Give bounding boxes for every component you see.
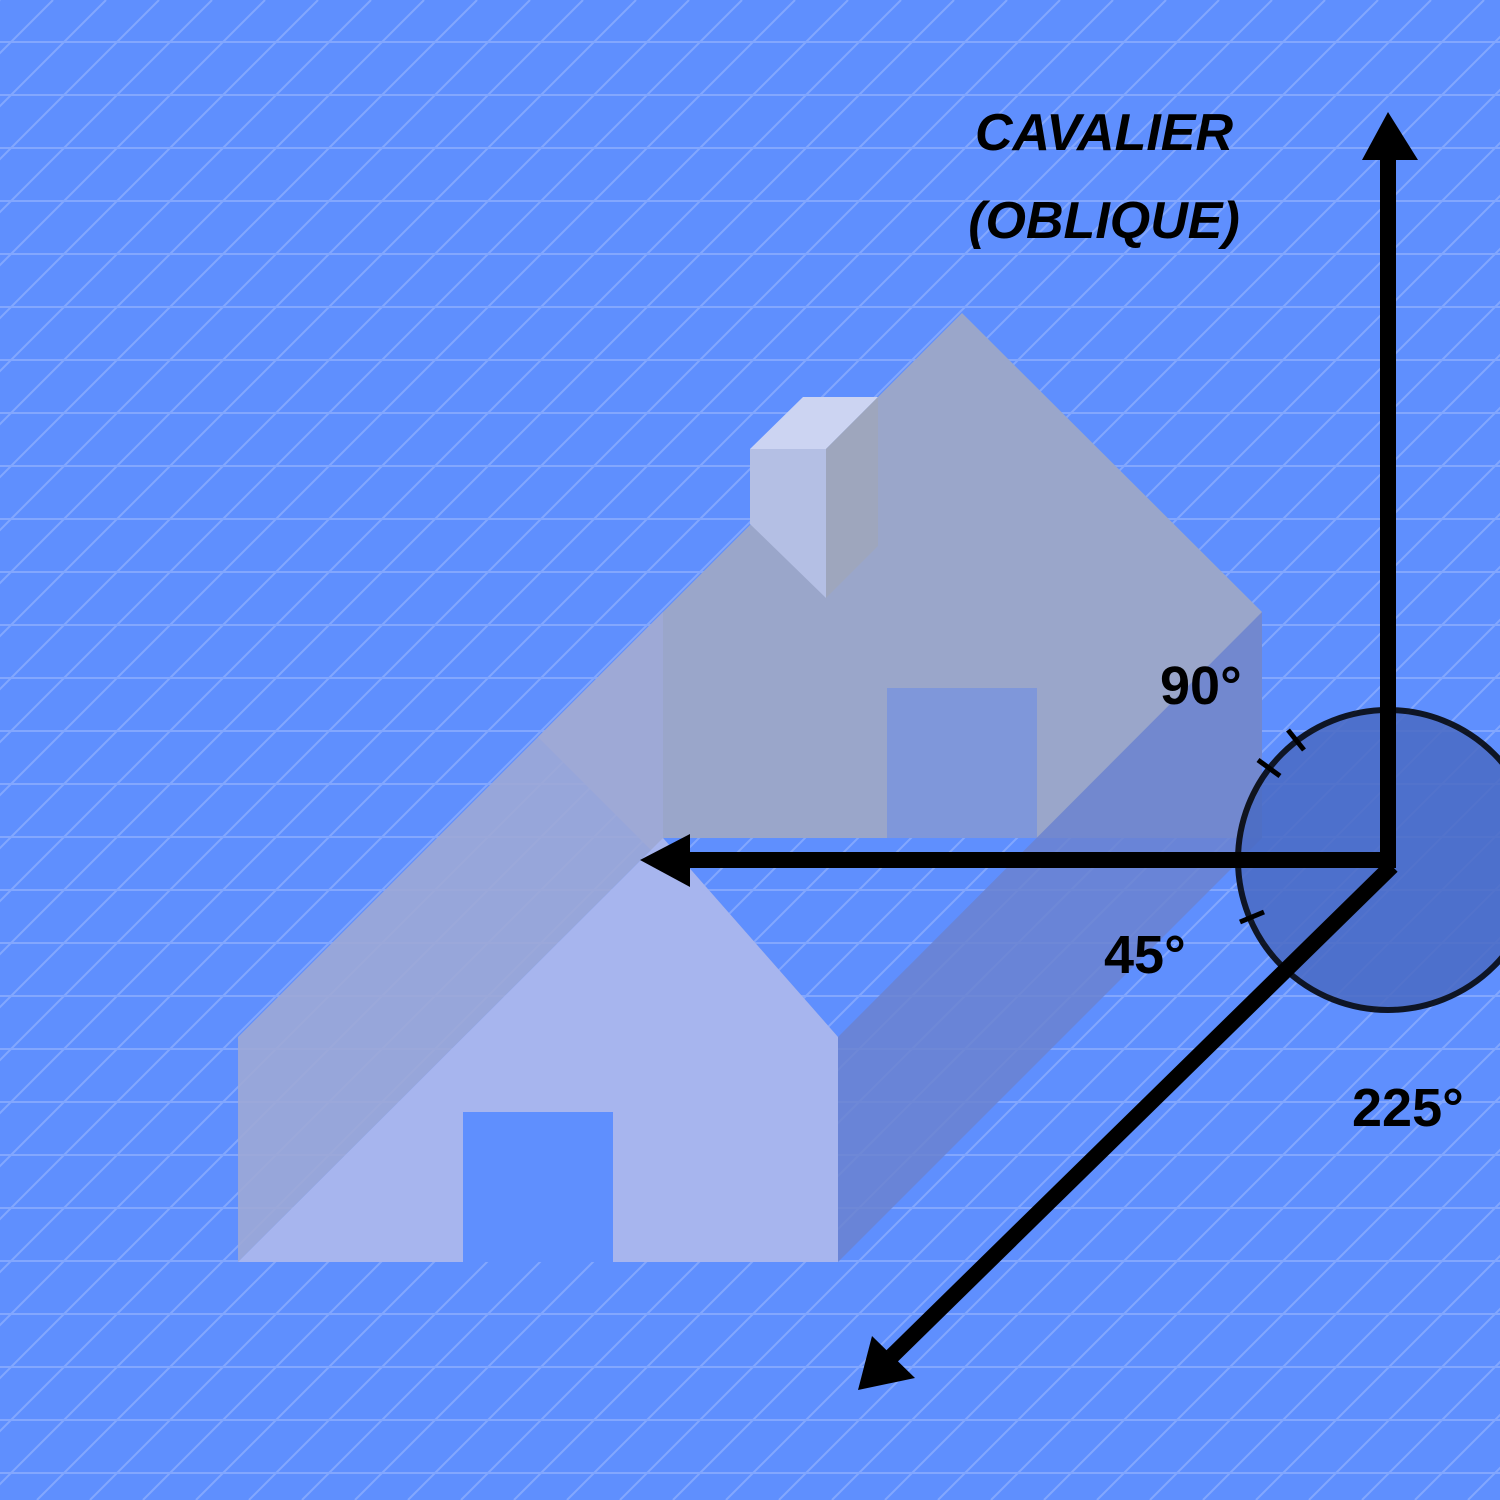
grid-diagonal-line bbox=[0, 0, 478, 479]
house-left-wall bbox=[238, 612, 663, 1262]
chimney-top bbox=[750, 397, 878, 449]
house-front-door bbox=[463, 1112, 613, 1262]
grid-diagonal-line bbox=[0, 0, 584, 585]
grid-diagonal-line bbox=[0, 0, 902, 903]
title-line-1: CAVALIER bbox=[975, 104, 1234, 162]
house-cavalier-projection-icon bbox=[238, 313, 1262, 1262]
grid-diagonal-line bbox=[0, 0, 531, 532]
grid-diagonal-line bbox=[1202, 1201, 1500, 1500]
house-back-face bbox=[663, 313, 1262, 838]
angle-label-45: 45° bbox=[1104, 925, 1186, 985]
grid-diagonal-line bbox=[990, 989, 1500, 1500]
depth-axis-arrowhead bbox=[858, 1336, 915, 1390]
depth-axis bbox=[886, 860, 1398, 1362]
house-back-door bbox=[887, 688, 1037, 838]
grid-diagonal-line bbox=[1043, 1042, 1500, 1500]
grid-diagonal-line bbox=[831, 830, 1500, 1500]
grid-diagonal-line bbox=[1096, 1095, 1500, 1500]
grid-diagonal-line bbox=[0, 0, 743, 744]
house-front bbox=[238, 838, 838, 1262]
chimney-front bbox=[750, 449, 826, 598]
grid-diagonal-line bbox=[0, 0, 690, 691]
grid-diagonal-line bbox=[0, 0, 1008, 1009]
grid-diagonal-line bbox=[937, 936, 1500, 1500]
horizontal-axis-arrowhead bbox=[640, 834, 690, 887]
angle-label-90: 90° bbox=[1160, 656, 1242, 716]
grid-diagonal-line bbox=[0, 0, 796, 797]
grid-diagonal-line bbox=[0, 0, 372, 373]
grid-diagonal-line bbox=[0, 0, 319, 320]
angle-label-225: 225° bbox=[1352, 1078, 1464, 1138]
grid-diagonal-line bbox=[0, 0, 266, 267]
house-side-wall bbox=[838, 612, 1262, 1262]
grid-diagonal-line bbox=[0, 0, 1061, 1062]
grid-diagonal-line bbox=[0, 0, 1220, 1221]
grid-diagonal-line bbox=[0, 0, 1114, 1115]
three-axis-arrows-icon bbox=[640, 112, 1418, 1390]
vertical-axis-arrowhead bbox=[1362, 112, 1418, 160]
grid-diagonal-line bbox=[0, 0, 425, 426]
grid-diagonal-line bbox=[778, 777, 1500, 1500]
chimney-side bbox=[826, 397, 878, 598]
grid-diagonal-line bbox=[0, 0, 637, 638]
title-line-2: (OBLIQUE) bbox=[968, 192, 1240, 250]
grid-diagonal-line bbox=[1149, 1148, 1500, 1500]
grid-diagonal-line bbox=[0, 0, 1273, 1274]
grid-diagonal-line bbox=[0, 0, 1167, 1168]
grid-diagonal-line bbox=[0, 0, 955, 956]
grid-diagonal-line bbox=[0, 0, 849, 850]
grid-diagonal-line bbox=[884, 883, 1500, 1500]
